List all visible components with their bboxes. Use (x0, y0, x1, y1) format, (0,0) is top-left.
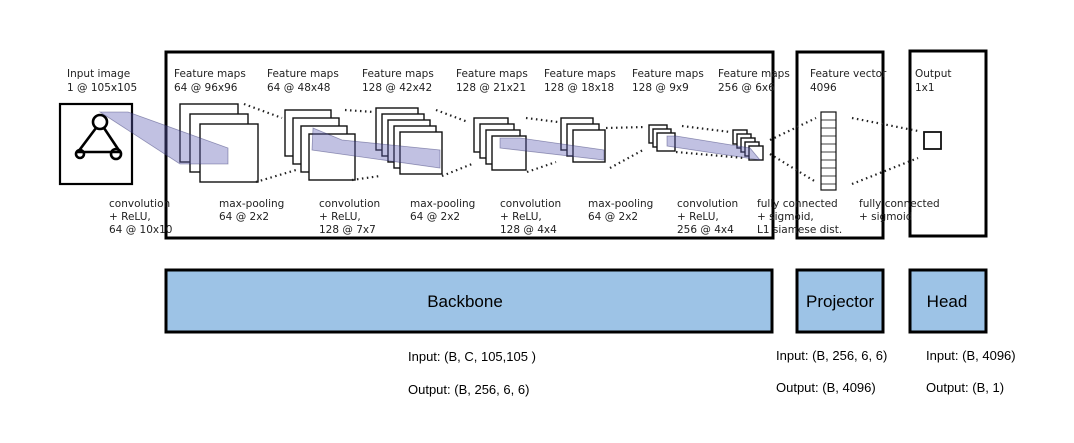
op-6-line1: max-pooling (588, 198, 653, 210)
head-input: Input: (B, 4096) (926, 348, 1016, 363)
op-2-line1: max-pooling (219, 198, 284, 210)
backbone-frame (164, 50, 775, 240)
projector-frame (795, 50, 885, 240)
head-label: Head (927, 292, 968, 311)
feature-vector-size: 4096 (810, 82, 837, 94)
op-5-line1: convolution (500, 198, 561, 210)
feature-vector-title: Feature vector (810, 68, 887, 80)
operation-labels: convolution + ReLU, 64 @ 10x10 max-pooli… (109, 198, 940, 236)
feature-maps-2-title: Feature maps (267, 68, 339, 80)
op-7-line1: convolution (677, 198, 738, 210)
output-title: Output (915, 68, 951, 80)
top-labels: Input image 1 @ 105x105 Feature maps 64 … (67, 68, 951, 94)
feature-maps-3-size: 128 @ 42x42 (362, 82, 432, 94)
op-4-line1: max-pooling (410, 198, 475, 210)
feature-maps-6-size: 128 @ 9x9 (632, 82, 689, 94)
feature-maps-5-size: 128 @ 18x18 (544, 82, 614, 94)
block-io: Input: (B, C, 105,105 ) Output: (B, 256,… (408, 348, 1016, 397)
op-8-line3: L1 siamese dist. (757, 224, 842, 236)
backbone-output: Output: (B, 256, 6, 6) (408, 382, 529, 397)
projector-block (795, 268, 885, 334)
backbone-block (164, 268, 774, 334)
op-1-line2: + ReLU, (109, 211, 151, 223)
feature-maps-4-title: Feature maps (456, 68, 528, 80)
feature-maps-1-size: 64 @ 96x96 (174, 82, 238, 94)
feature-maps-3-title: Feature maps (362, 68, 434, 80)
op-9-line1: fully connected (859, 198, 940, 210)
feature-maps-2-size: 64 @ 48x48 (267, 82, 330, 94)
feature-maps-6 (648, 124, 676, 152)
projector-input: Input: (B, 256, 6, 6) (776, 348, 887, 363)
op-8-line2: + sigmoid, (757, 211, 814, 223)
backbone-label: Backbone (427, 292, 503, 311)
input-image-size: 1 @ 105x105 (67, 82, 137, 94)
feature-maps-6-title: Feature maps (632, 68, 704, 80)
projector-output: Output: (B, 4096) (776, 380, 876, 395)
op-9-line2: + sigmoid (859, 211, 912, 223)
op-7-line2: + ReLU, (677, 211, 719, 223)
output-size: 1x1 (915, 82, 935, 94)
input-image-title: Input image (67, 68, 130, 80)
op-1-line3: 64 @ 10x10 (109, 224, 172, 236)
feature-maps-4-size: 128 @ 21x21 (456, 82, 526, 94)
feature-maps-1-title: Feature maps (174, 68, 246, 80)
feature-maps-3 (375, 107, 443, 175)
op-7-line3: 256 @ 4x4 (677, 224, 734, 236)
op-3-line1: convolution (319, 198, 380, 210)
feature-maps-7-title: Feature maps (718, 68, 790, 80)
op-1-line1: convolution (109, 198, 170, 210)
projector-label: Projector (806, 292, 874, 311)
feature-maps-4 (473, 117, 527, 171)
feature-maps-1 (179, 103, 259, 183)
output-unit (923, 131, 942, 150)
input-glyph (74, 113, 123, 161)
feature-maps-7-size: 256 @ 6x6 (718, 82, 775, 94)
block-bars: Backbone Projector Head (164, 268, 988, 334)
op-5-line3: 128 @ 4x4 (500, 224, 557, 236)
feature-maps-2 (284, 109, 356, 181)
feature-maps-5 (560, 117, 606, 163)
head-block (908, 268, 988, 334)
input-image (58, 102, 134, 186)
backbone-input: Input: (B, C, 105,105 ) (408, 349, 536, 364)
feature-maps-5-title: Feature maps (544, 68, 616, 80)
op-5-line2: + ReLU, (500, 211, 542, 223)
head-frame (908, 49, 988, 238)
feature-vector (820, 111, 837, 191)
op-8-line1: fully connected (757, 198, 838, 210)
op-3-line3: 128 @ 7x7 (319, 224, 376, 236)
head-output: Output: (B, 1) (926, 380, 1004, 395)
op-6-line2: 64 @ 2x2 (588, 211, 638, 223)
feature-maps-7 (732, 129, 764, 161)
receptive-field-projections (98, 111, 761, 169)
connectors (243, 102, 919, 186)
op-2-line2: 64 @ 2x2 (219, 211, 269, 223)
op-4-line2: 64 @ 2x2 (410, 211, 460, 223)
op-3-line2: + ReLU, (319, 211, 361, 223)
